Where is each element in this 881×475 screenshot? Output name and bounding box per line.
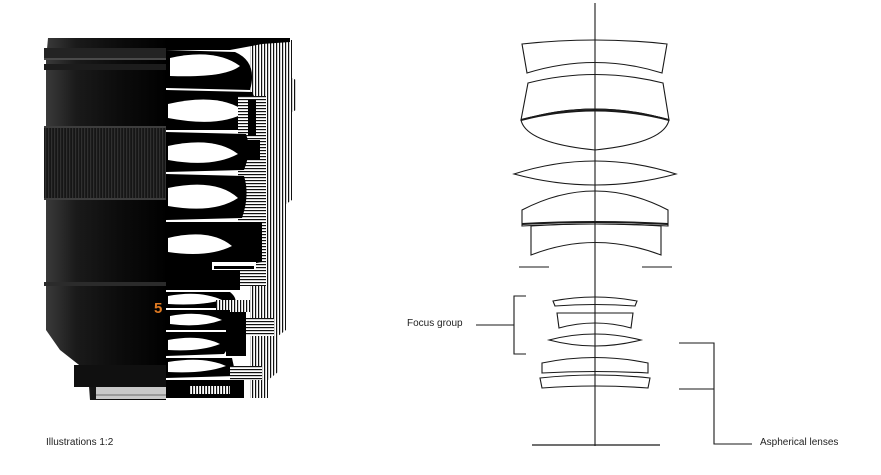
lens-barrel xyxy=(44,38,168,400)
focus-element-1 xyxy=(552,296,638,307)
focal-length-mark: 5 xyxy=(154,300,162,317)
focus-group-label: Focus group xyxy=(407,318,463,329)
aspherical-element-1 xyxy=(541,356,649,374)
lens-cross-section xyxy=(166,38,296,400)
scale-caption: Illustrations 1:2 xyxy=(46,437,114,448)
lens-element-1 xyxy=(521,39,668,74)
aspherical-element-2 xyxy=(539,374,651,389)
focus-element-2 xyxy=(556,312,634,329)
lens-element-4 xyxy=(512,160,678,186)
aspherical-lenses-label: Aspherical lenses xyxy=(760,437,839,448)
aspherical-bracket xyxy=(679,342,752,445)
focus-group-bracket xyxy=(476,295,526,355)
lens-element-6 xyxy=(530,223,662,256)
lens-element-3 xyxy=(520,108,670,151)
focus-element-3 xyxy=(546,333,644,347)
focus-ring xyxy=(44,128,168,198)
lens-elements xyxy=(512,39,678,389)
